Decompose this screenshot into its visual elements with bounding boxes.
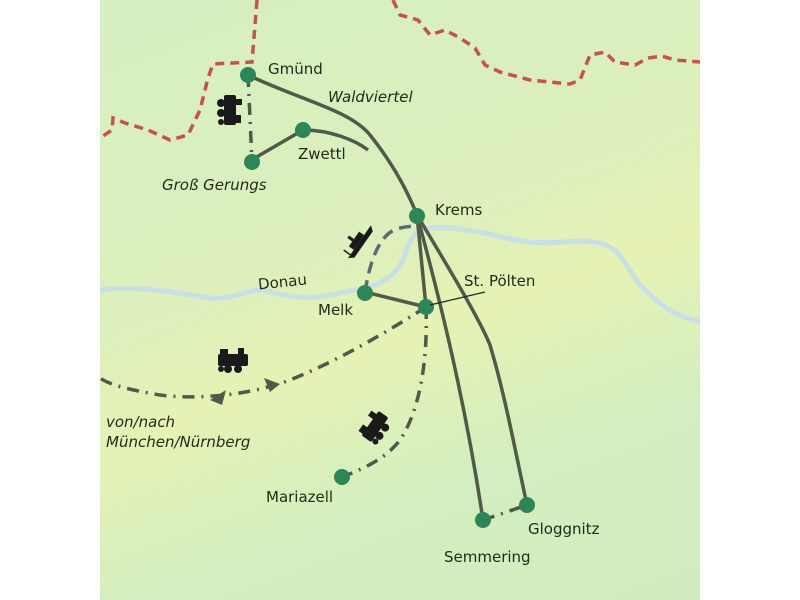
map-canvas bbox=[100, 0, 700, 528]
steam-train-icon bbox=[217, 95, 242, 125]
border-line bbox=[100, 0, 259, 142]
label-mariazell: Mariazell bbox=[266, 488, 334, 506]
label-melk: Melk bbox=[318, 301, 354, 319]
label-gmuend: Gmünd bbox=[268, 60, 323, 78]
ship-icon bbox=[343, 225, 373, 258]
station-gross-gerungs bbox=[244, 154, 260, 170]
stations bbox=[240, 67, 535, 528]
label-st-poelten: St. Pölten bbox=[464, 272, 536, 290]
station-zwettl bbox=[295, 122, 311, 138]
label-waldviertel: Waldviertel bbox=[328, 88, 413, 106]
border-line-east bbox=[391, 0, 700, 86]
rail-routes bbox=[247, 73, 529, 521]
station-st-poelten bbox=[418, 299, 434, 315]
steam-train-icon bbox=[218, 348, 248, 373]
station-melk bbox=[357, 285, 373, 301]
station-mariazell bbox=[334, 469, 350, 485]
label-semmering: Semmering bbox=[444, 548, 531, 566]
leader-line bbox=[429, 291, 486, 306]
label-krems: Krems bbox=[435, 201, 483, 219]
station-krems bbox=[409, 208, 425, 224]
label-gross-gerungs: Groß Gerungs bbox=[162, 176, 267, 194]
station-gmuend bbox=[240, 67, 256, 83]
steam-train-icon bbox=[358, 410, 390, 445]
label-zwettl: Zwettl bbox=[298, 145, 346, 163]
label-von-nach: von/nach bbox=[106, 413, 176, 431]
route-map: Gmünd Waldviertel Zwettl Groß Gerungs Kr… bbox=[100, 0, 700, 600]
station-gloggnitz bbox=[519, 497, 535, 513]
river-donau bbox=[100, 225, 700, 325]
station-semmering bbox=[475, 512, 491, 528]
label-muenchen-nuernberg: München/Nürnberg bbox=[106, 433, 251, 451]
ferry-route bbox=[363, 224, 418, 293]
double-arrow-icon bbox=[210, 378, 280, 405]
label-gloggnitz: Gloggnitz bbox=[528, 520, 600, 538]
